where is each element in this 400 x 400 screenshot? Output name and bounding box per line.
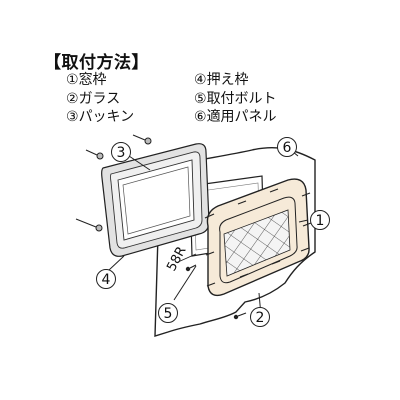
legend-number: ① xyxy=(66,72,79,88)
legend-item-applicable-panel: ⑥適用パネル xyxy=(194,108,277,127)
legend-left-column: ①窓枠 ②ガラス ③パッキン xyxy=(66,71,134,127)
legend-label: 窓枠 xyxy=(78,72,107,88)
legend-number: ④ xyxy=(194,72,207,88)
legend-label: ガラス xyxy=(78,90,121,107)
loose-bolts xyxy=(75,134,152,232)
callout-1: 1 xyxy=(310,210,330,230)
legend-right-column: ④押え枠 ⑤取付ボルト ⑥適用パネル xyxy=(194,71,277,127)
wire-glass xyxy=(223,209,291,277)
press-frame xyxy=(101,143,210,257)
legend-item-window-frame: ①窓枠 xyxy=(66,71,134,90)
svg-text:1: 1 xyxy=(316,213,325,229)
legend-number: ⑤ xyxy=(194,90,207,107)
callout-5: 5 xyxy=(158,303,178,323)
svg-text:3: 3 xyxy=(117,145,126,161)
diagram-title: 【取付方法】 xyxy=(44,53,149,73)
legend-number: ⑥ xyxy=(194,109,207,125)
svg-text:5: 5 xyxy=(164,306,173,322)
svg-text:6: 6 xyxy=(283,140,292,156)
legend-item-press-frame: ④押え枠 xyxy=(194,71,277,90)
svg-text:4: 4 xyxy=(102,272,111,288)
legend-label: 押え枠 xyxy=(206,72,249,88)
legend-label: 取付ボルト xyxy=(206,90,277,107)
legend-label: 適用パネル xyxy=(206,109,277,125)
legend-number: ③ xyxy=(66,109,79,125)
radius-leader-line xyxy=(177,253,197,263)
legend-item-mounting-bolt: ⑤取付ボルト xyxy=(194,90,277,109)
svg-text:2: 2 xyxy=(256,310,265,326)
legend-item-glass: ②ガラス xyxy=(66,90,134,109)
callout-2: 2 xyxy=(250,307,270,327)
legend-item-packing: ③パッキン xyxy=(66,108,134,127)
legend-number: ② xyxy=(66,90,79,107)
callout-6: 6 xyxy=(277,137,297,157)
callout-3: 3 xyxy=(111,142,131,162)
legend-label: パッキン xyxy=(78,109,135,125)
mounting-bolts xyxy=(185,188,312,320)
callout-4: 4 xyxy=(96,269,116,289)
